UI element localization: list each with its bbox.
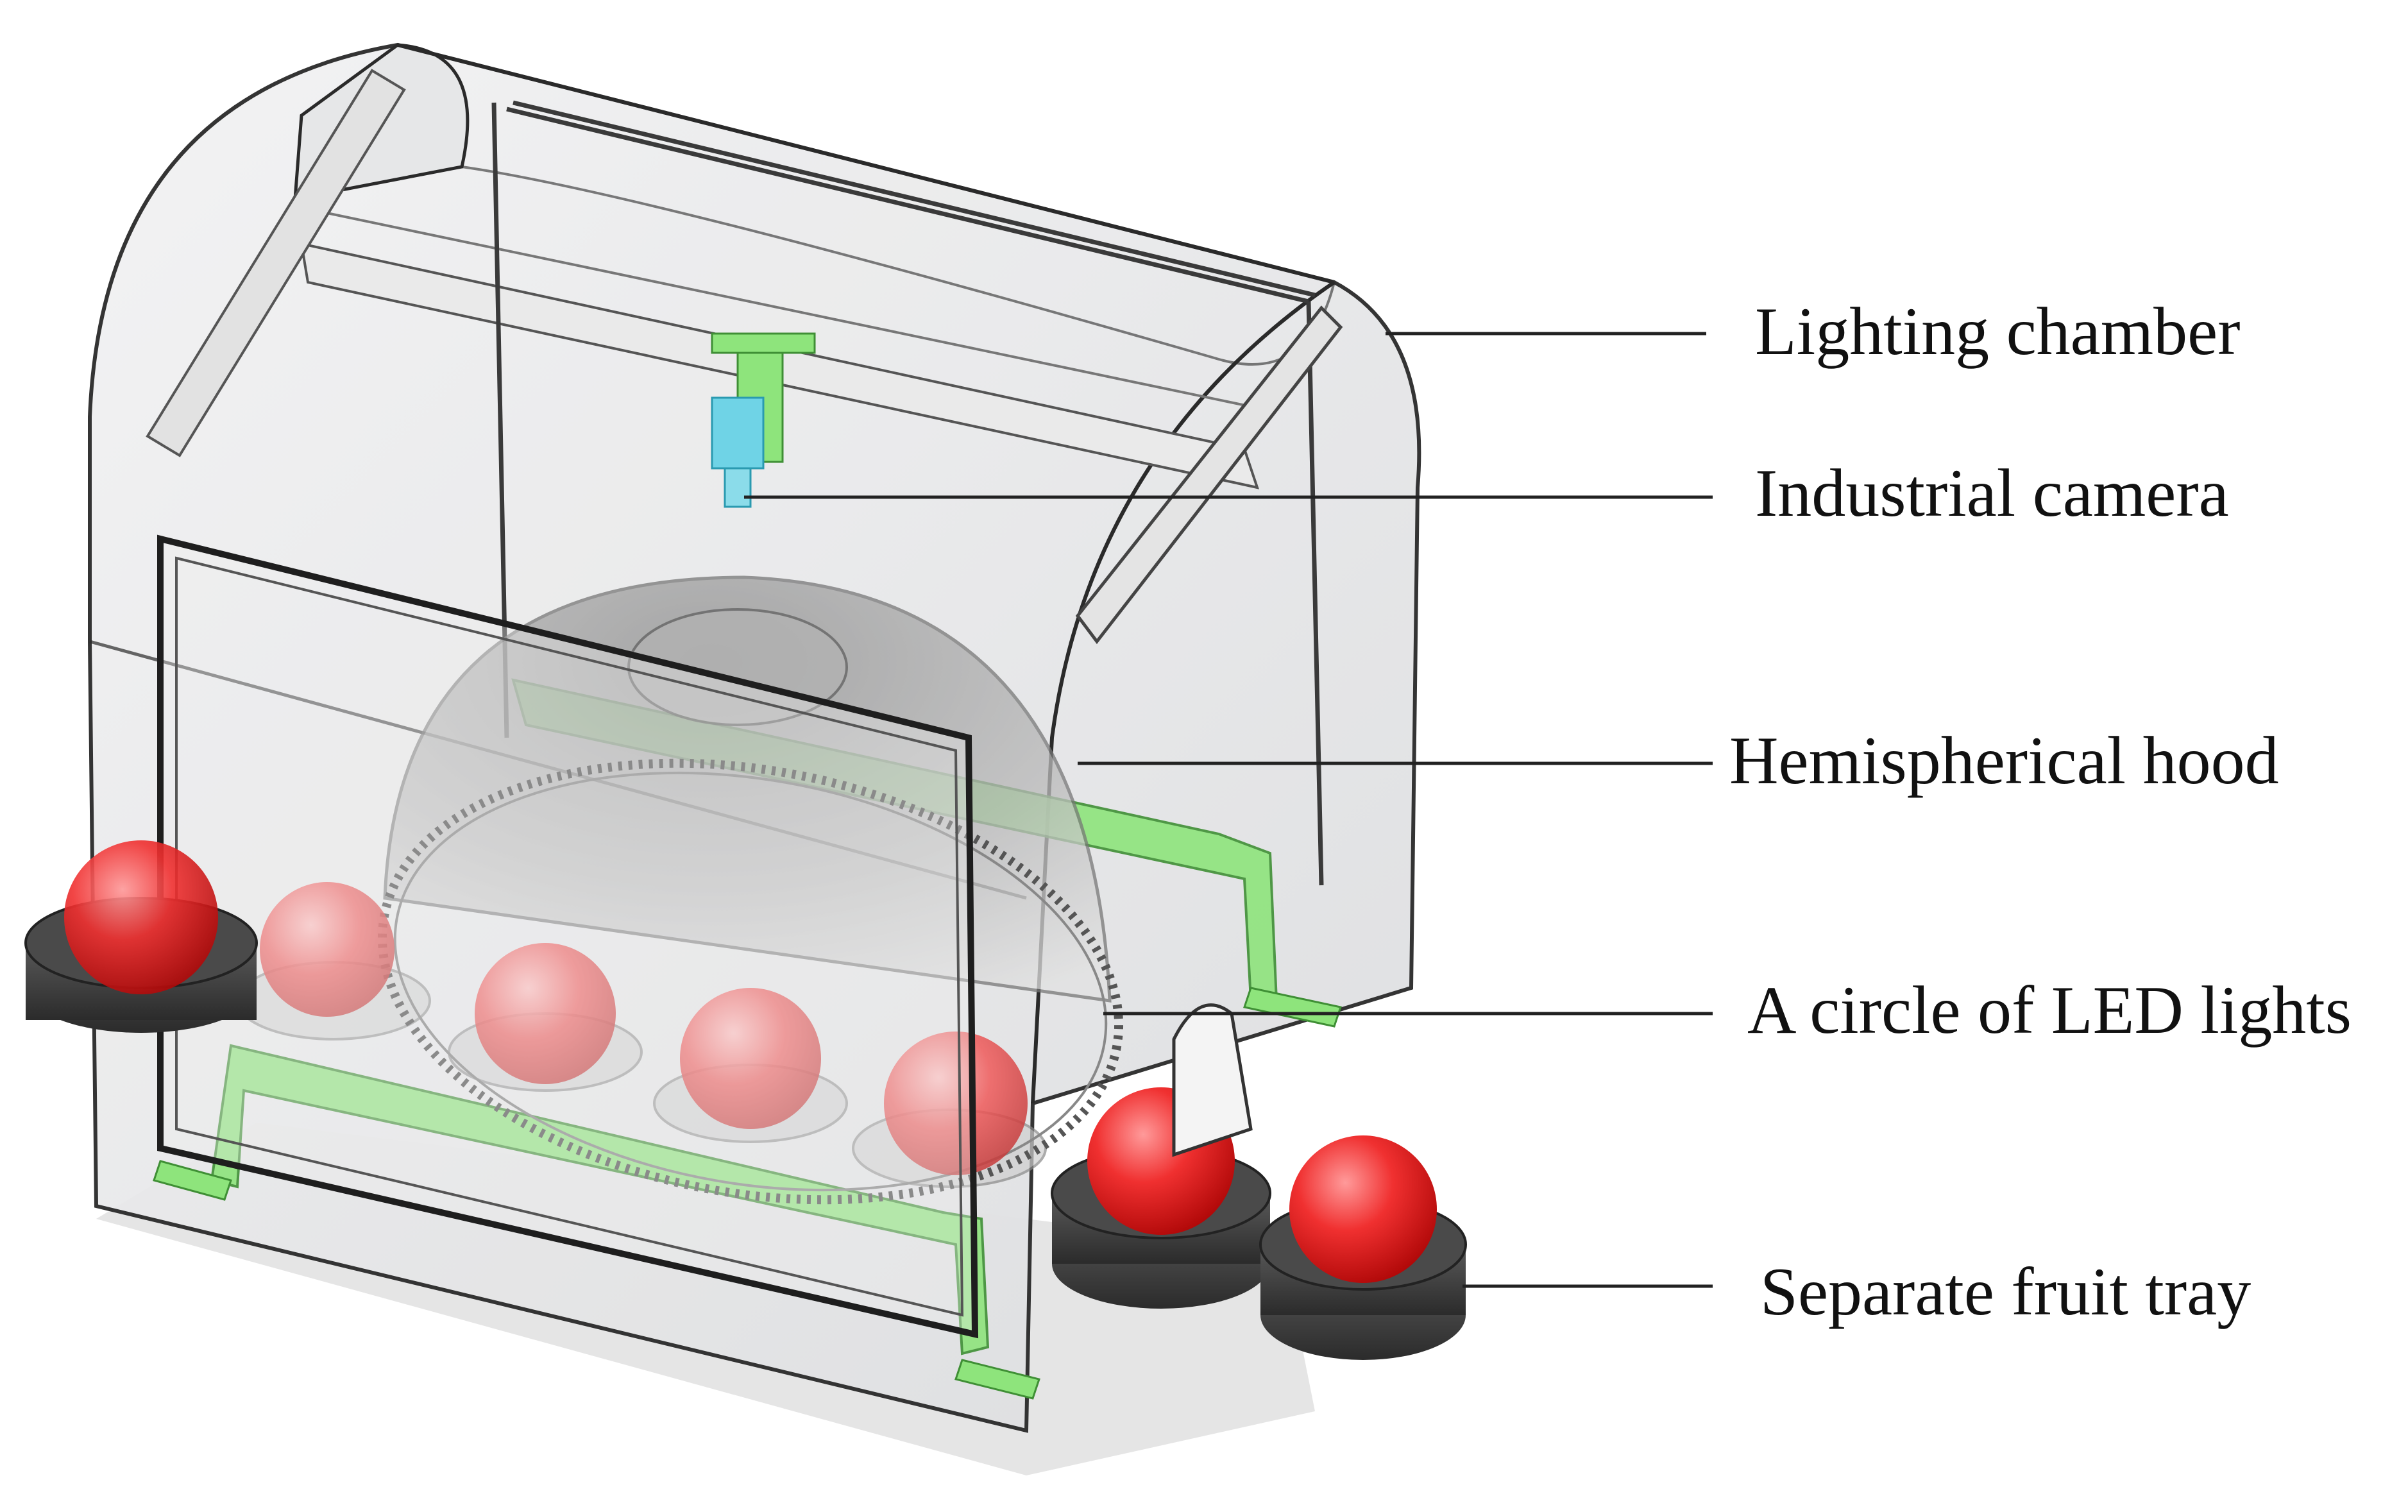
back-frame: [491, 100, 1324, 886]
bracket-foot-mid: [1243, 987, 1342, 1028]
label-led-circle: A circle of LED lights: [1747, 973, 2352, 1048]
hood-dome: [383, 575, 1112, 1003]
leader-lines: [744, 332, 1713, 1288]
roof-edge-line: [397, 43, 1335, 284]
right-rail: [1075, 305, 1343, 645]
bracket-foot-right: [954, 1359, 1040, 1400]
upper-rail-2: [320, 210, 1271, 412]
led-ring-inner: [393, 771, 1108, 1192]
label-industrial-camera: Industrial camera: [1755, 455, 2229, 531]
label-fruit-tray: Separate fruit tray: [1760, 1254, 2251, 1329]
inner-fruits: [260, 882, 1028, 1175]
left-rail: [146, 69, 406, 457]
bracket-foot-left: [153, 1160, 232, 1201]
industrial-camera: [711, 332, 816, 508]
left-tray: [24, 840, 258, 1033]
label-hemispherical-hood: Hemispherical hood: [1729, 723, 2279, 798]
chamber-right-curve: [1031, 280, 1335, 1104]
label-lighting-chamber: Lighting chamber: [1755, 294, 2241, 369]
